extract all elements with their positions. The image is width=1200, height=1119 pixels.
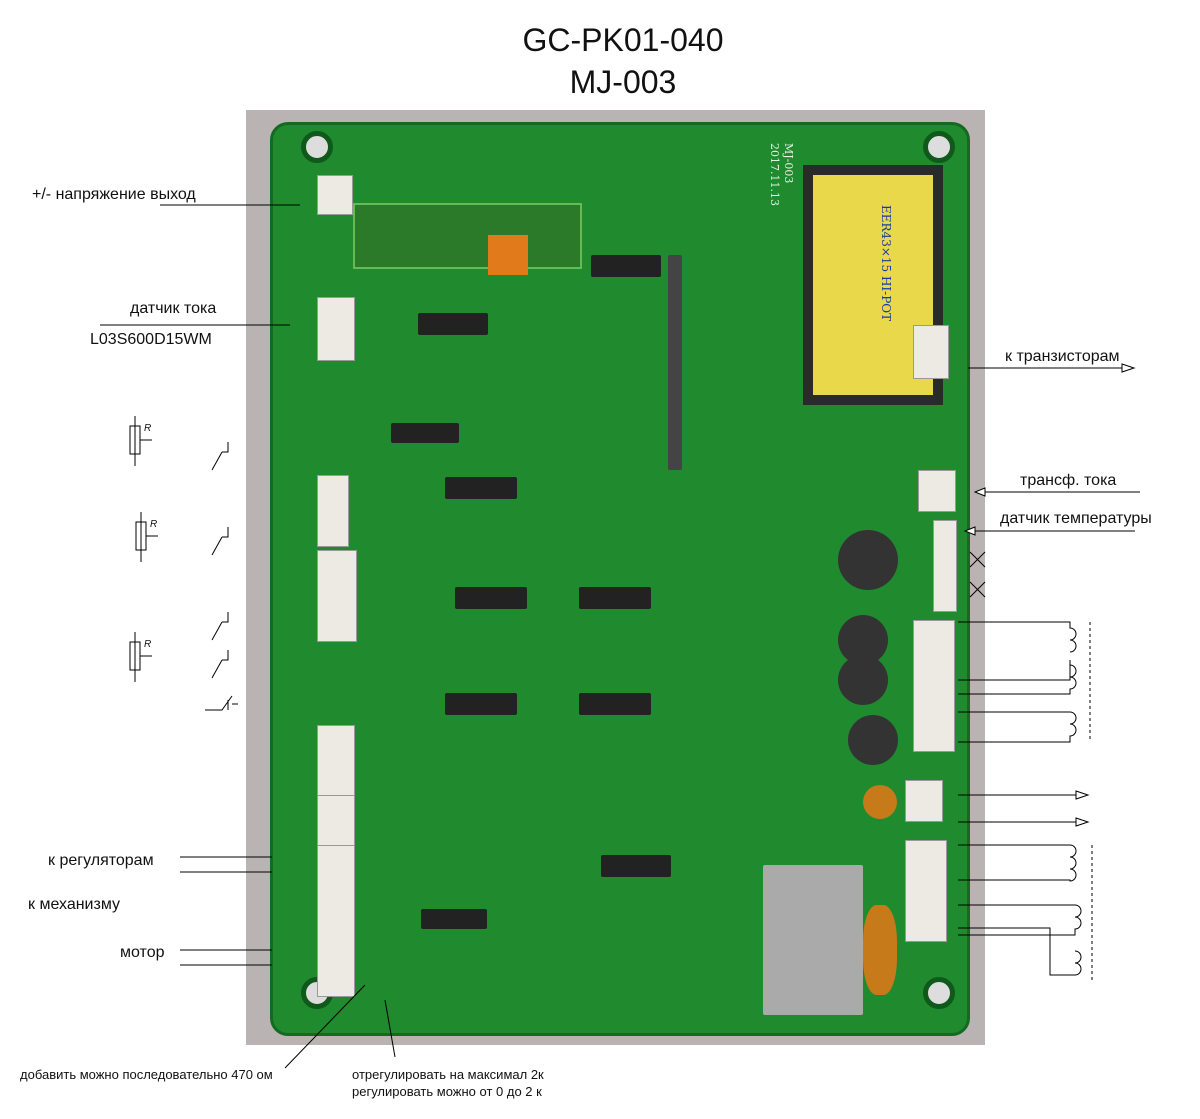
pcb-board: MJ-003 2017.11.13 EER43×15 HI-POT — [270, 122, 970, 1036]
connector-voltage — [317, 175, 353, 215]
resistor-label-3: R — [144, 639, 152, 650]
label-voltage-out: +/- напряжение выход — [32, 186, 196, 203]
switch-symbols — [205, 442, 238, 711]
label-current-transformer: трансф. тока — [1020, 472, 1117, 489]
note-add-series-resistor: добавить можно последовательно 470 ом — [20, 1067, 273, 1082]
label-current-sensor: датчик тока — [130, 300, 217, 317]
label-current-sensor-model: L03S600D15WM — [90, 331, 212, 348]
resistor-label-1: R — [144, 423, 152, 434]
note-adjust-max: отрегулировать на максимал 2к — [352, 1067, 544, 1082]
label-motor: мотор — [120, 944, 165, 961]
label-temp-sensor: датчик температуры — [1000, 510, 1152, 527]
resistor-symbols — [129, 416, 158, 682]
title-line-2: MJ-003 — [569, 64, 677, 100]
label-to-mechanism: к механизму — [28, 896, 120, 913]
label-to-regulators: к регуляторам — [48, 852, 154, 869]
note-adjust-range: регулировать можно от 0 до 2 к — [352, 1084, 542, 1099]
title-line-1: GC-PK01-040 — [522, 22, 724, 58]
voltage-module — [353, 203, 582, 269]
resistor-label-2: R — [150, 519, 158, 530]
connector-regulators — [317, 845, 355, 997]
label-to-transistors: к транзисторам — [1005, 348, 1120, 365]
transformer: EER43×15 HI-POT — [803, 165, 943, 405]
